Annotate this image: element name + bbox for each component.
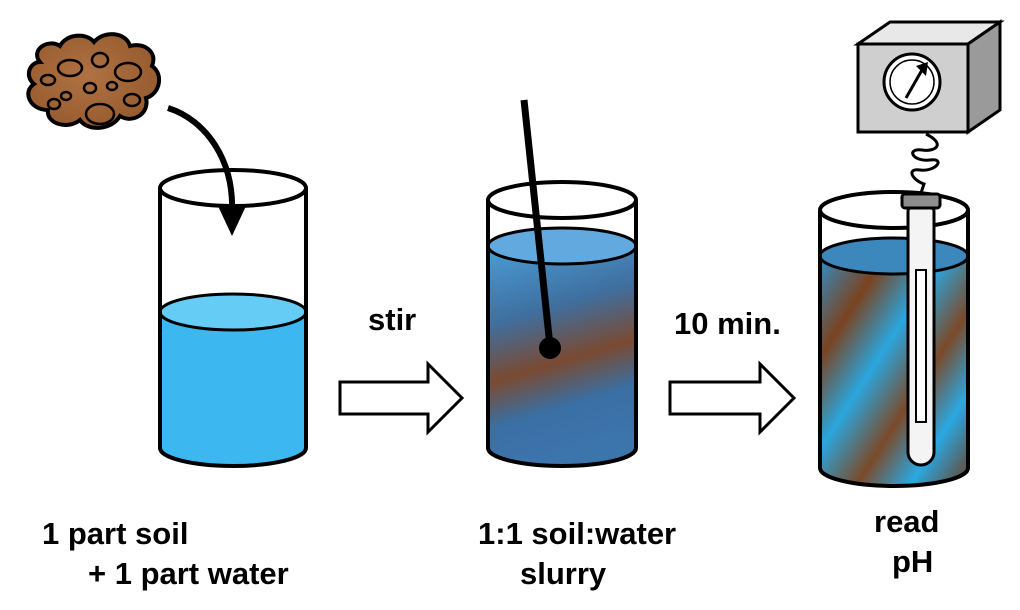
beaker-with-water-icon (158, 168, 308, 468)
step-3-label-line-1: read (874, 504, 939, 539)
step-2-label-line-2: slurry (520, 556, 607, 591)
step-1-label-line-1: 1 part soil (42, 516, 188, 551)
beaker-with-ph-meter-icon (818, 190, 970, 488)
ph-electrode-cable (910, 132, 940, 197)
arrow-1-label: stir (368, 302, 416, 337)
curved-pour-arrow-icon (167, 105, 246, 236)
step-3-label-line-2: pH (892, 544, 933, 579)
right-arrow-icon (338, 360, 465, 436)
beaker-with-slurry-and-stir-rod-icon (486, 99, 638, 468)
right-arrow-icon (668, 360, 797, 436)
step-2-label-line-1: 1:1 soil:water (478, 516, 676, 551)
ph-meter-icon (853, 19, 1005, 135)
soil-clump-icon (26, 32, 162, 130)
arrow-2-label: 10 min. (674, 306, 781, 341)
step-1-label-line-2: + 1 part water (88, 556, 289, 591)
ph-electrode-icon (900, 192, 942, 467)
stir-rod-icon (520, 99, 561, 359)
